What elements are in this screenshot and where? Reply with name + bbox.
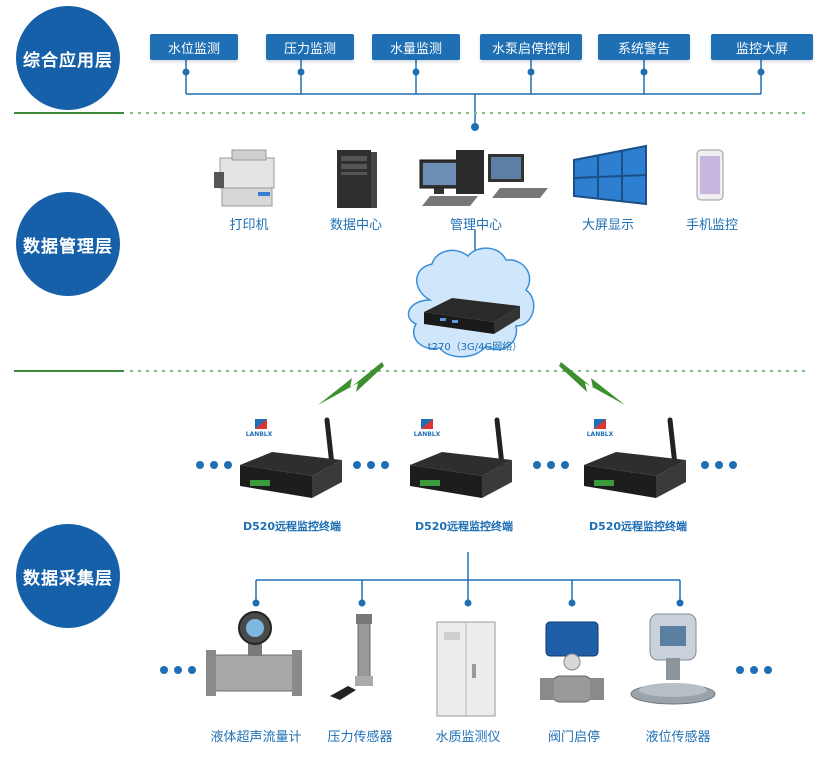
app-button-pressure[interactable]: 压力监测 (266, 34, 354, 60)
layer-management-label: 数据管理层 (23, 236, 113, 257)
app-button-water-volume[interactable]: 水量监测 (372, 34, 460, 60)
terminal-logo-text: LANBLX (413, 431, 441, 438)
terminal-label: D520远程监控终端 (414, 520, 514, 533)
app-button-water-level[interactable]: 水位监测 (150, 34, 238, 60)
app-button-label: 水泵启停控制 (491, 41, 570, 57)
app-button-monitor-screen[interactable]: 监控大屏 (711, 34, 813, 60)
terminal-label: D520远程监控终端 (588, 520, 688, 533)
device-label-management-center: 管理中心 (449, 218, 502, 233)
sensor-label-water-quality: 水质监测仪 (435, 730, 501, 745)
sensor-label-level: 液位传感器 (645, 730, 711, 745)
sensor-label-valve: 阀门启停 (547, 730, 600, 745)
sensor-label-flowmeter: 液体超声流量计 (210, 730, 302, 745)
sensor-label-pressure: 压力传感器 (327, 730, 393, 745)
app-button-label: 水量监测 (389, 41, 442, 57)
app-button-label: 水位监测 (167, 41, 220, 57)
layer-application-circle: 综合应用层 (16, 6, 120, 110)
layer-collection-label: 数据采集层 (23, 568, 113, 589)
device-label-mobile-monitor: 手机监控 (685, 218, 738, 233)
app-button-label: 压力监测 (283, 41, 336, 57)
app-button-label: 系统警告 (617, 41, 670, 57)
terminal-label: D520远程监控终端 (242, 520, 342, 533)
layer-collection-circle: 数据采集层 (16, 524, 120, 628)
terminal-logo-text: LANBLX (245, 431, 273, 438)
app-button-system-alarm[interactable]: 系统警告 (598, 34, 690, 60)
app-button-pump-control[interactable]: 水泵启停控制 (480, 34, 582, 60)
terminal-logo-text: LANBLX (586, 431, 614, 438)
layer-management-circle: 数据管理层 (16, 192, 120, 296)
device-label-data-center: 数据中心 (329, 218, 382, 233)
gateway-label: t270（3G/4G网络） (427, 342, 523, 353)
device-label-big-screen: 大屏显示 (581, 218, 634, 233)
device-label-printer: 打印机 (229, 218, 269, 233)
app-button-label: 监控大屏 (735, 41, 788, 57)
layer-application-label: 综合应用层 (23, 50, 113, 71)
